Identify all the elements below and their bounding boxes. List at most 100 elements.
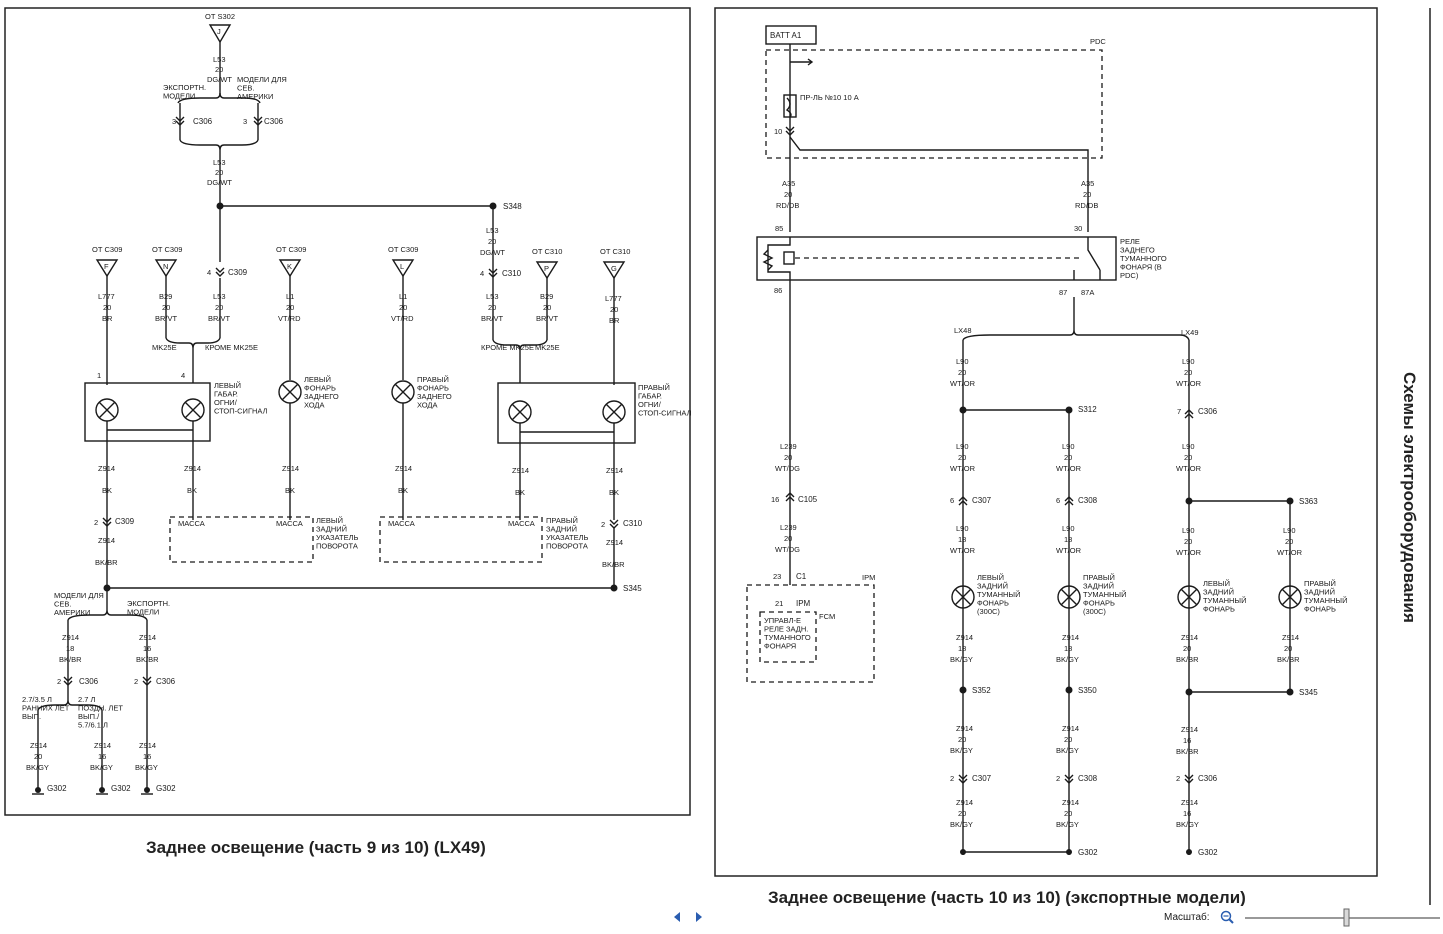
- p2-l90-3c: WT/OR: [950, 464, 976, 473]
- p2-l90-3: L90: [956, 442, 969, 451]
- p2-z-4g: 20: [1284, 644, 1292, 653]
- p2-fcm: FCM: [819, 612, 835, 621]
- svg-text:2: 2: [950, 774, 954, 783]
- p2-l239-gauge-1: 20: [784, 453, 792, 462]
- p2-l90-5c: WT/OR: [1176, 464, 1202, 473]
- p1-from-c309-3: ОТ C309: [276, 245, 306, 254]
- p2-z-5: Z914: [956, 724, 973, 733]
- p1-c306-lower-2: C306: [156, 677, 176, 686]
- p1-top-conn-letter: J: [217, 27, 221, 36]
- zoom-label: Масштаб:: [1164, 911, 1210, 923]
- p1-z914-col-2: BK: [187, 486, 197, 495]
- p1-trunk-color: DG/WT: [207, 75, 232, 84]
- p1-col6-conn: C310: [502, 269, 522, 278]
- page1-frame: [4, 7, 691, 816]
- p2-l90-7: L90: [1062, 524, 1075, 533]
- p1-col8-color: BR: [609, 316, 620, 325]
- p1-massa-2: МАССА: [276, 519, 303, 528]
- p1-col6-pin: 4: [480, 269, 484, 278]
- prev-page-icon[interactable]: [674, 912, 680, 922]
- p1-g2-wire: Z914: [94, 741, 111, 750]
- p1-col6-wire: L53: [486, 226, 499, 235]
- svg-text:23: 23: [773, 572, 781, 581]
- p1-z914-4: Z914: [395, 464, 412, 473]
- p1-models-export: ЭКСПОРТН.МОДЕЛИ: [127, 599, 170, 617]
- p2-lx48: LX48: [954, 326, 972, 335]
- p2-c1: C1: [796, 572, 807, 581]
- p2-batt: BATT A1: [770, 31, 802, 40]
- p2-l90-1c: WT/OR: [950, 379, 976, 388]
- p1-col7-wire: B29: [540, 292, 553, 301]
- svg-text:16: 16: [771, 495, 779, 504]
- viewer-bottom-bar: Масштаб:: [0, 906, 1443, 929]
- p1-col4-gauge: 20: [286, 303, 294, 312]
- p1-c306-pin-left: 3: [172, 117, 176, 126]
- p1-col3-color: BR/VT: [208, 314, 231, 323]
- svg-text:2: 2: [57, 677, 61, 686]
- next-page-icon[interactable]: [696, 912, 702, 922]
- p2-l90-1: L90: [956, 357, 969, 366]
- p1-from-c309-2: ОТ C309: [152, 245, 182, 254]
- p2-g302-2: G302: [1198, 848, 1218, 857]
- p1-c309-lower: C309: [115, 517, 135, 526]
- p1-c306-pin-right: 3: [243, 117, 247, 126]
- p2-l90-7c: WT/OR: [1056, 546, 1082, 555]
- p2-l90-2g: 20: [1184, 368, 1192, 377]
- p1-g2-color: BK/GY: [90, 763, 113, 772]
- page2-frame: [714, 7, 1378, 877]
- p1-col6-color: DG/WT: [480, 248, 505, 257]
- viewer-controls: Масштаб:: [674, 908, 1440, 927]
- p2-l90-6c: WT/OR: [950, 546, 976, 555]
- p2-pin87: 87: [1059, 288, 1067, 297]
- p2-z-8c: BK/GY: [950, 820, 973, 829]
- p2-c307-2: C307: [972, 774, 992, 783]
- p1-massa-3: МАССА: [388, 519, 415, 528]
- p2-l90-5g: 20: [1184, 453, 1192, 462]
- p1-z914-16-gauge: 16: [143, 644, 151, 653]
- p2-s350: S350: [1078, 686, 1097, 695]
- p1-g2-gauge: 16: [98, 752, 106, 761]
- p1-from-c309-4: ОТ C309: [388, 245, 418, 254]
- page2-caption: Заднее освещение (часть 10 из 10) (экспо…: [768, 888, 1246, 907]
- side-section-title: Схемы электрооборудования: [1400, 372, 1419, 623]
- p2-ipm: IPM: [862, 573, 875, 582]
- p2-z-2c: BK/GY: [1056, 655, 1079, 664]
- p2-a35-gauge-l: 20: [784, 190, 792, 199]
- p1-z914-col-3: BK: [285, 486, 295, 495]
- p1-c310-lower: C310: [623, 519, 643, 528]
- p2-z-5c: BK/GY: [950, 746, 973, 755]
- p2-pin10: 10: [774, 127, 782, 136]
- p2-fuse: ПР-ЛЬ №10 10 А: [800, 93, 859, 102]
- zoom-out-icon[interactable]: [1220, 910, 1234, 924]
- p1-col5-wire: L1: [399, 292, 407, 301]
- p2-l90-8g: 20: [1184, 537, 1192, 546]
- p1-g302-3: G302: [156, 784, 176, 793]
- p2-c306-2: C306: [1198, 774, 1218, 783]
- p1-g3-gauge: 16: [143, 752, 151, 761]
- p1-massa-1: МАССА: [178, 519, 205, 528]
- p1-col5-gauge: 20: [399, 303, 407, 312]
- p2-l90-2c: WT/OR: [1176, 379, 1202, 388]
- p2-z-9g: 20: [1064, 809, 1072, 818]
- p1-col4-conn: K: [287, 262, 292, 271]
- p2-ipm-inner: IPM: [796, 599, 811, 608]
- p2-lx49: LX49: [1181, 328, 1199, 337]
- p2-c306-1: C306: [1198, 407, 1218, 416]
- zoom-slider-thumb[interactable]: [1343, 908, 1350, 927]
- p1-trunk2-wire: L53: [213, 158, 226, 167]
- p2-z-3: Z914: [1181, 633, 1198, 642]
- p2-a35-color-r: RD/DB: [1075, 201, 1098, 210]
- p1-from-c310-1: ОТ C310: [532, 247, 562, 256]
- p1-z914-16-color: BK/BR: [136, 655, 159, 664]
- p1-g1-wire: Z914: [30, 741, 47, 750]
- svg-text:6: 6: [950, 496, 954, 505]
- p1-z914bkbr-2: Z914: [606, 538, 623, 547]
- p1-z914-18-color: BK/BR: [59, 655, 82, 664]
- p2-a35-wire-r: A35: [1081, 179, 1094, 188]
- p2-z-1: Z914: [956, 633, 973, 642]
- p2-z-8g: 20: [958, 809, 966, 818]
